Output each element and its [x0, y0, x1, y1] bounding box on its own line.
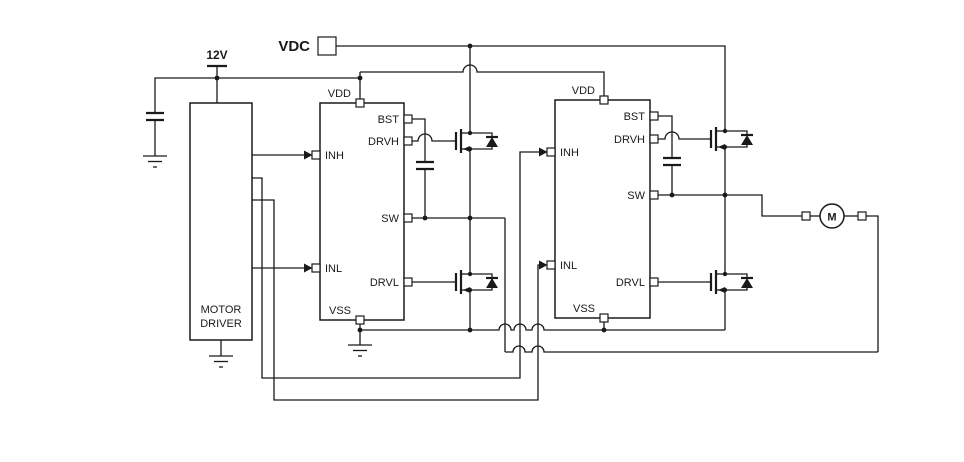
mosfet-low2-arrow: [718, 287, 725, 293]
gate-driver-1: VDD BST DRVH SW DRVL INH INL VSS: [311, 88, 413, 357]
driver1-pin-vss: [355, 315, 365, 325]
motor-driver-label-1: MOTOR: [201, 304, 242, 316]
wire-drvh2: [658, 131, 707, 140]
driver2-pin-sw: [649, 190, 659, 200]
ground-symbol-input: [143, 155, 167, 168]
wire-inl2: [252, 199, 539, 401]
driver1-pin-vdd: [355, 98, 365, 108]
driver2-pin-drvl: [649, 277, 659, 287]
driver2-label-drvl: DRVL: [616, 277, 645, 289]
motor-driver-label-2: DRIVER: [200, 318, 242, 330]
driver1-pin-drvh: [403, 136, 413, 146]
signal-arrow-inl1: [304, 263, 313, 273]
driver2-label-inh: INH: [560, 147, 579, 159]
supply-12v: 12V: [206, 48, 228, 68]
ground-symbol-driver1: [348, 344, 372, 357]
signal-arrow-inh2: [539, 147, 548, 157]
mosfet-low-1: [452, 270, 470, 294]
half-bridge-1: [452, 129, 498, 330]
driver2-label-bst: BST: [624, 111, 646, 123]
vdc-label: VDC: [278, 38, 310, 55]
vdc-rail: [336, 45, 726, 133]
wire-bst1: [412, 118, 426, 162]
mosfet-low1-arrow: [463, 287, 470, 293]
driver2-pin-bst: [649, 111, 659, 121]
driver1-pin-bst: [403, 114, 413, 124]
mosfet-high-2: [707, 127, 725, 151]
motor-driver-block: MOTOR DRIVER: [189, 102, 253, 368]
wire-bst2: [658, 115, 673, 158]
input-capacitor: [143, 111, 167, 168]
mosfet-high2-arrow: [718, 144, 725, 150]
mosfet-high1-arrow: [463, 146, 470, 152]
wire-inh2: [252, 151, 539, 379]
signal-arrow-inl2: [539, 260, 548, 270]
junction-dots: [214, 43, 728, 333]
diode-high2-triangle: [741, 135, 753, 145]
driver1-label-drvl: DRVL: [370, 277, 399, 289]
diode-low2-triangle: [741, 278, 753, 288]
mosfet-low-2: [707, 270, 725, 294]
driver1-box: [319, 102, 405, 321]
body-diode-low-1: [470, 273, 498, 291]
body-diode-high-1: [470, 132, 498, 150]
driver1-label-drvh: DRVH: [368, 136, 399, 148]
driver2-pin-inl: [546, 260, 556, 270]
driver2-pin-vss: [599, 313, 609, 323]
half-bridge-2: [707, 127, 753, 330]
supply-12v-label: 12V: [206, 48, 227, 62]
body-diode-low-2: [725, 273, 753, 291]
wire-ground-rail: [360, 323, 725, 331]
wire-vdd2-feed: [360, 64, 605, 96]
wire-sw1-riser: [870, 215, 879, 352]
wire-sw1-bottom-run: [505, 345, 878, 353]
driver2-pin-vdd: [599, 95, 609, 105]
driver1-label-vdd: VDD: [328, 88, 351, 100]
driver1-pin-inl: [311, 263, 321, 273]
motor-driver-box: [189, 102, 253, 341]
driver2-label-inl: INL: [560, 260, 577, 272]
wire-vdc-rail: [336, 45, 726, 131]
driver2-label-drvh: DRVH: [614, 134, 645, 146]
motor: M: [801, 203, 870, 229]
ground-symbol-motor-driver: [209, 355, 233, 368]
driver1-label-vss: VSS: [329, 305, 351, 317]
diode-low1-triangle: [486, 278, 498, 288]
driver1-label-inl: INL: [325, 263, 342, 275]
motor-label: M: [827, 212, 836, 224]
driver2-label-vss: VSS: [573, 303, 595, 315]
driver2-box: [554, 99, 651, 319]
driver1-label-sw: SW: [381, 213, 399, 225]
driver1-label-inh: INH: [325, 150, 344, 162]
driver2-label-sw: SW: [627, 190, 645, 202]
mosfet-high-1: [452, 129, 470, 153]
diode-high1-triangle: [486, 137, 498, 147]
wire-12v-rail: [154, 77, 360, 113]
driver2-label-vdd: VDD: [572, 85, 595, 97]
signal-arrow-inh1: [304, 150, 313, 160]
driver2-output-wires: [658, 115, 802, 283]
control-signal-wires: [252, 147, 548, 401]
driver2-pin-inh: [546, 147, 556, 157]
driver1-pin-inh: [311, 150, 321, 160]
gate-driver-2: VDD BST DRVH SW DRVL INH INL VSS: [546, 85, 659, 330]
sw1-motor-route: [504, 215, 879, 353]
vdc-terminal: VDC: [278, 36, 337, 56]
wire-sw2-to-motor: [658, 194, 802, 217]
body-diode-high-2: [725, 130, 753, 148]
motor-terminal-right: [857, 211, 867, 221]
driver2-pin-drvh: [649, 134, 659, 144]
driver1-pin-sw: [403, 213, 413, 223]
motor-terminal-left: [801, 211, 811, 221]
driver1-pin-drvl: [403, 277, 413, 287]
driver1-label-bst: BST: [378, 114, 400, 126]
vdc-terminal-square: [317, 36, 337, 56]
wire-drvh1: [412, 133, 452, 142]
driver1-output-wires: [412, 118, 505, 283]
